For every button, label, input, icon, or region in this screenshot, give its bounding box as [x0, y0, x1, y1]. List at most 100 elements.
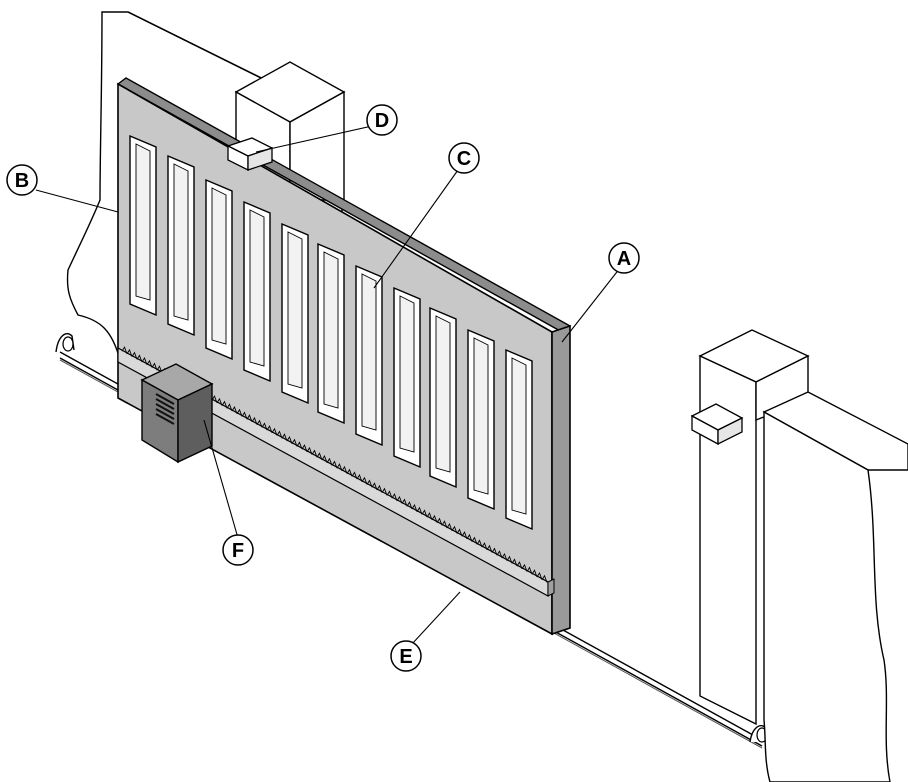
rack-tooth — [316, 452, 323, 461]
rack-tooth — [151, 362, 158, 371]
rack-tooth — [391, 493, 398, 501]
callout-f: F — [222, 534, 254, 566]
rack-tooth — [501, 552, 508, 561]
callout-letter: C — [457, 148, 471, 170]
rack-tooth — [436, 517, 443, 526]
rack-tooth — [331, 460, 338, 469]
gate-slot-inner — [173, 163, 189, 321]
toothed-rack — [117, 346, 555, 598]
callout-a: A — [608, 242, 640, 274]
rack-tooth — [411, 503, 418, 512]
callout-letter: D — [375, 110, 389, 132]
rack-tooth — [146, 359, 153, 368]
rack-tooth — [216, 397, 223, 406]
rack-tooth — [261, 422, 268, 431]
rack-tooth — [281, 433, 288, 442]
callout-circle — [608, 242, 640, 274]
rack-tooth — [361, 476, 368, 485]
rack-tooth — [431, 514, 438, 523]
right-pillar — [698, 329, 810, 726]
rack-tooth — [426, 512, 433, 521]
rack-tooth — [246, 414, 253, 423]
rack-tooth — [496, 550, 503, 559]
rack-tooth — [381, 487, 388, 496]
rack-tooth — [296, 441, 303, 450]
rack-tooth — [406, 501, 413, 510]
rack-tooth — [141, 357, 148, 365]
rack-tooth — [276, 430, 283, 439]
rack-tooth — [531, 569, 538, 578]
gate-slot-inner — [511, 357, 527, 515]
rack-tooth — [461, 531, 468, 540]
callout-circle — [366, 104, 398, 136]
right-wall — [762, 391, 908, 782]
gate-slot-inner — [211, 187, 227, 345]
rack-tooth — [376, 484, 383, 493]
gear-motor — [140, 363, 214, 464]
rack-tooth — [336, 463, 343, 472]
rack-tooth — [266, 425, 273, 433]
rack-tooth — [226, 403, 233, 412]
rack-tooth — [241, 411, 248, 420]
rack-tooth — [441, 520, 448, 529]
gate-slot-inner — [323, 251, 339, 409]
rack-tooth — [311, 449, 318, 458]
rack-tooth — [491, 547, 498, 556]
rail-stop-left — [55, 333, 75, 353]
rack-tooth — [356, 474, 363, 482]
rack-tooth — [286, 435, 293, 444]
rack-tooth — [421, 509, 428, 518]
photocell-front — [690, 403, 744, 446]
rack-tooth — [341, 465, 348, 474]
callout-letter: F — [232, 540, 244, 562]
rack-tooth — [371, 482, 378, 491]
gate-slot-inner — [361, 273, 377, 431]
rack-tooth — [136, 354, 143, 363]
rack-tooth — [251, 416, 258, 425]
rack-tooth — [471, 536, 478, 545]
gate-slot-inner — [249, 209, 265, 367]
rack-tooth — [486, 544, 493, 553]
gate-panel — [116, 77, 572, 636]
rack-tooth — [131, 351, 138, 360]
gate-slot-inner — [287, 231, 303, 389]
callout-letter: B — [15, 170, 29, 192]
gate-slot-inner — [435, 315, 451, 473]
rack-tooth — [256, 419, 263, 428]
rack-tooth — [456, 528, 463, 537]
rack-tooth — [386, 490, 393, 499]
gate-edge-profile — [551, 324, 571, 636]
rack-tooth — [466, 533, 473, 542]
gate-slot-inner — [473, 337, 489, 495]
rack-tooth — [346, 468, 353, 477]
rack-tooth — [366, 479, 373, 488]
gate-slot-inner — [135, 143, 151, 301]
rack-tooth — [541, 574, 548, 583]
rack-tooth — [526, 566, 533, 575]
callout-circle — [6, 164, 38, 196]
rack-tooth — [536, 572, 543, 580]
rack-tooth — [126, 348, 133, 357]
rack-tooth — [121, 346, 128, 355]
callout-leaders — [35, 125, 621, 645]
rack-tooth — [401, 498, 408, 507]
rack-tooth — [231, 406, 238, 414]
callout-circle — [222, 534, 254, 566]
rack-tooth — [451, 525, 458, 534]
rack-tooth — [481, 542, 488, 550]
callout-c: C — [448, 142, 480, 174]
rack-tooth — [211, 395, 218, 404]
callout-circle — [390, 640, 422, 672]
rack-tooth — [306, 446, 313, 455]
rack-tooth — [351, 471, 358, 480]
rack-tooth — [446, 523, 453, 531]
rack-tooth — [271, 427, 278, 436]
rack-tooth — [236, 408, 243, 417]
rack-tooth — [396, 495, 403, 504]
callout-circle — [448, 142, 480, 174]
rack-tooth — [301, 444, 308, 452]
motor-vents — [155, 393, 175, 425]
